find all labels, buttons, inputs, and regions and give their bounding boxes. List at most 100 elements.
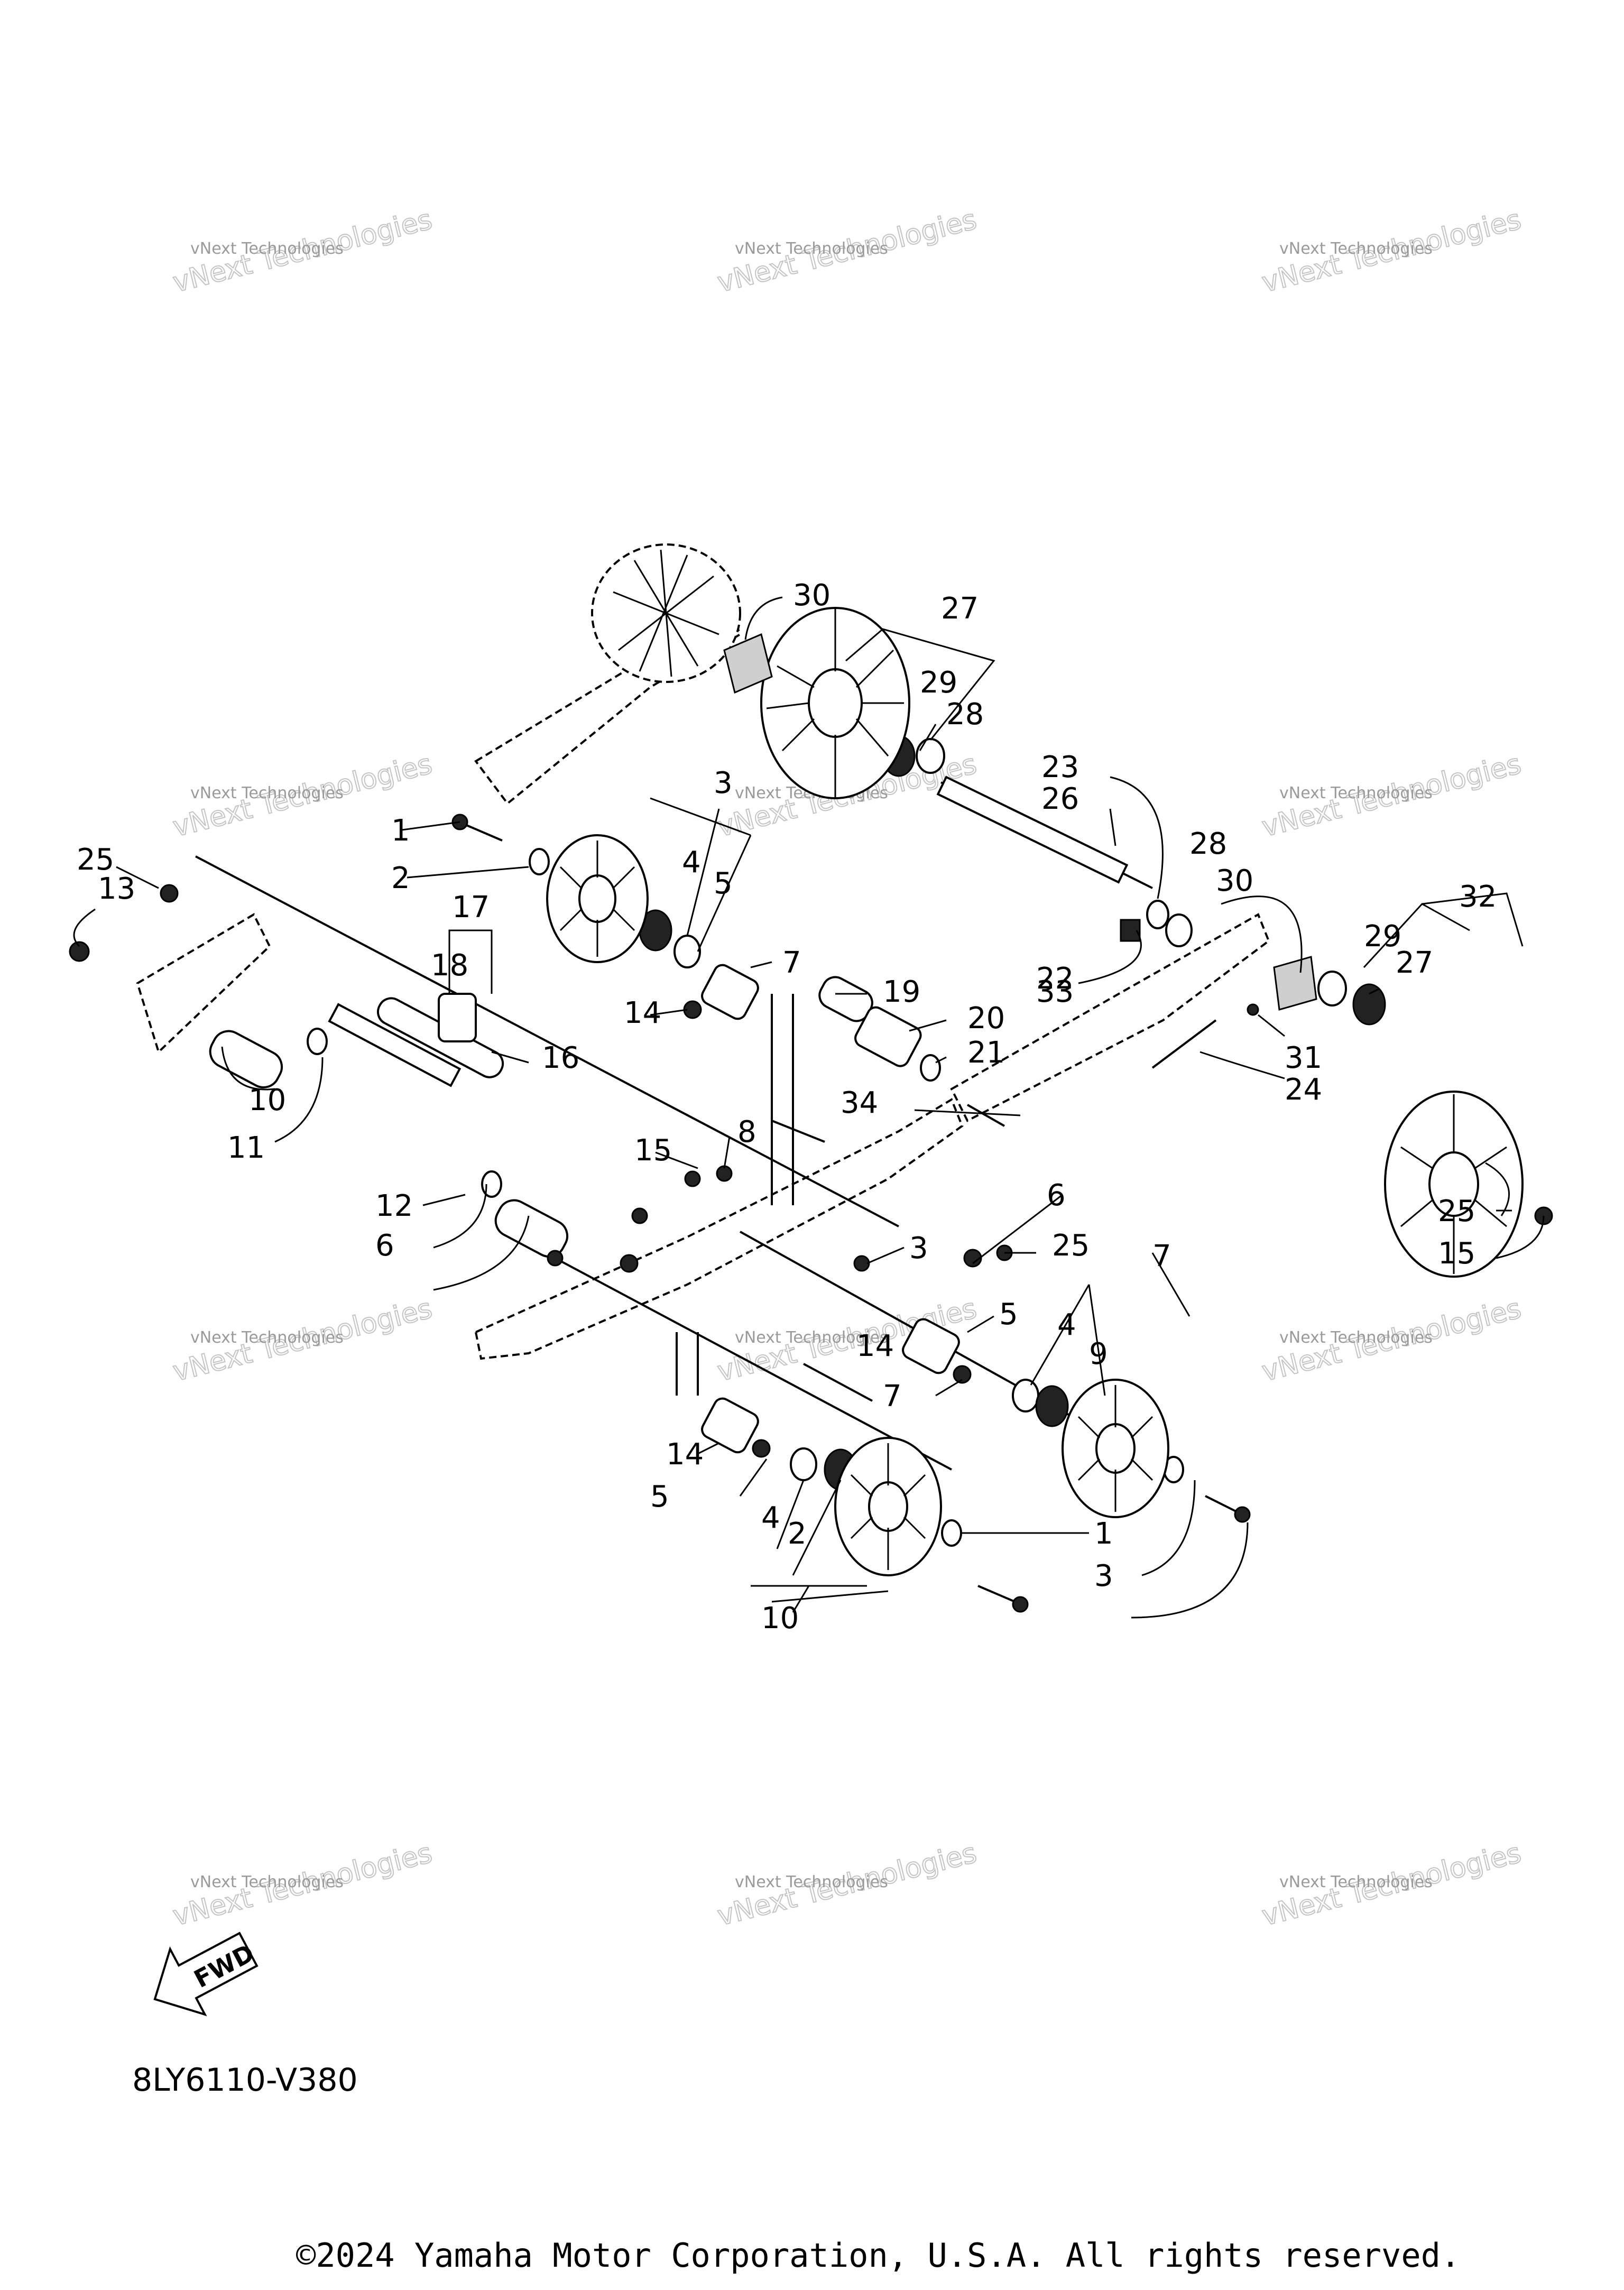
callout-label: 28 xyxy=(946,697,984,732)
watermark-text: vNext Technologies xyxy=(190,239,344,258)
callout-label: 9 xyxy=(1089,1337,1108,1371)
collar-10 xyxy=(209,1030,283,1088)
bracket-7 xyxy=(701,1397,759,1454)
watermark-text: vNext Technologies xyxy=(1279,784,1433,802)
nut-32 xyxy=(1247,1003,1259,1016)
suspension-frame xyxy=(136,543,1270,1396)
callout-label: 19 xyxy=(883,975,920,1009)
diagram-code: 8LY6110-V380 xyxy=(132,2062,358,2099)
nut-15 xyxy=(684,1170,701,1187)
forward-direction-arrow: FWD xyxy=(153,1932,259,2017)
arm-18 xyxy=(438,993,477,1042)
wheel-3-left xyxy=(834,1437,942,1576)
hub-30 xyxy=(723,633,773,694)
callout-label: 4 xyxy=(761,1501,780,1535)
callout-label: 17 xyxy=(452,890,490,925)
callout-label: 1 xyxy=(391,814,410,848)
watermark-text: vNext Technologies xyxy=(1279,239,1433,258)
watermark-text: vNext Technologies xyxy=(735,1873,888,1891)
callout-label: 6 xyxy=(375,1229,394,1263)
watermark-text: vNext Technologies xyxy=(735,239,888,258)
watermark-text: vNext Technologies xyxy=(190,1328,344,1347)
callout-label: 10 xyxy=(761,1601,799,1636)
callout-label: 15 xyxy=(634,1133,672,1168)
callout-labels: 30 27 29 28 23 26 3 1 2 4 5 25 13 17 18 … xyxy=(77,578,1497,1636)
callout-label: 30 xyxy=(793,578,831,613)
callout-label: 3 xyxy=(1094,1559,1113,1593)
callout-label: 32 xyxy=(1459,880,1497,914)
left-rail xyxy=(136,913,271,1054)
callout-label: 31 xyxy=(1285,1041,1322,1075)
shaft-12 xyxy=(328,1003,462,1087)
callout-label: 15 xyxy=(1438,1236,1475,1271)
callout-label: 27 xyxy=(1396,946,1433,980)
axle-upper xyxy=(195,855,899,1227)
leader-lines xyxy=(73,596,1545,1619)
watermark-text: vNext Technologies xyxy=(1279,1328,1433,1347)
right-rail xyxy=(950,913,1270,1122)
callout-label: 2 xyxy=(391,861,410,895)
nut-15 xyxy=(963,1249,982,1268)
callout-label: 22 xyxy=(1036,962,1074,996)
callout-label: 23 xyxy=(1041,750,1079,784)
callout-label: 21 xyxy=(967,1036,1005,1070)
callout-label: 2 xyxy=(788,1517,807,1551)
callout-label: 29 xyxy=(920,666,957,700)
callout-label: 28 xyxy=(1189,827,1227,861)
bolt-22 xyxy=(967,1104,1005,1127)
watermark-text: vNext Technologies xyxy=(735,1328,888,1347)
callout-label: 7 xyxy=(883,1379,902,1414)
bolt-1 xyxy=(977,1585,1016,1603)
bracket-7 xyxy=(902,1318,960,1374)
callout-label: 3 xyxy=(909,1231,928,1266)
axle-lower-left xyxy=(555,1257,952,1471)
callout-label: 5 xyxy=(714,866,733,901)
nut-8 xyxy=(716,1165,733,1182)
callout-label: 33 xyxy=(1036,975,1074,1009)
nut-14 xyxy=(953,1365,972,1384)
callout-label: 4 xyxy=(682,845,701,880)
callout-label: 6 xyxy=(1047,1178,1066,1213)
watermark-text: vNext Technologies xyxy=(190,1873,344,1891)
nut-25 xyxy=(160,884,179,903)
callout-label: 25 xyxy=(1052,1229,1090,1263)
callout-label: 26 xyxy=(1041,782,1079,816)
callout-label: 1 xyxy=(1094,1517,1113,1551)
nut-14 xyxy=(752,1439,771,1458)
callout-label: 5 xyxy=(999,1297,1018,1332)
bolt-6 xyxy=(547,1250,564,1267)
bolt-31 xyxy=(1151,1019,1217,1069)
callout-label: 11 xyxy=(227,1131,265,1165)
bolt-1 xyxy=(1205,1495,1238,1513)
hub-30 xyxy=(1273,956,1317,1011)
collar-10 xyxy=(494,1199,569,1258)
bolts xyxy=(69,814,1553,1613)
wheel-27-top xyxy=(760,607,910,799)
callout-label: 14 xyxy=(666,1437,704,1472)
callout-label: 7 xyxy=(782,946,801,980)
bracket-20 xyxy=(854,1006,922,1067)
bracket-7 xyxy=(701,964,759,1020)
watermark-text: vNext Technologies xyxy=(1279,1873,1433,1891)
callout-label: 10 xyxy=(248,1083,286,1118)
callout-label: 8 xyxy=(737,1115,756,1149)
callout-label: 13 xyxy=(98,872,135,906)
callout-label: 14 xyxy=(624,996,661,1030)
callout-label: 16 xyxy=(542,1041,579,1075)
callout-label: 24 xyxy=(1285,1073,1322,1107)
callout-label: 29 xyxy=(1364,919,1401,954)
callout-label: 5 xyxy=(650,1480,669,1514)
axles xyxy=(195,775,1153,1471)
callout-label: 25 xyxy=(1438,1194,1475,1229)
bolt-9 xyxy=(803,1363,873,1402)
washers xyxy=(307,738,1512,1547)
callout-label: 3 xyxy=(714,766,733,800)
drop-link xyxy=(676,1332,699,1396)
copyright-notice: ©2024 Yamaha Motor Corporation, U.S.A. A… xyxy=(296,2236,1461,2275)
callout-label: 34 xyxy=(841,1086,878,1120)
watermark-text: vNext Technologies xyxy=(190,784,344,802)
wheel-3-upper xyxy=(546,834,649,963)
seal-34 xyxy=(1165,913,1193,947)
callout-label: 18 xyxy=(431,948,468,983)
